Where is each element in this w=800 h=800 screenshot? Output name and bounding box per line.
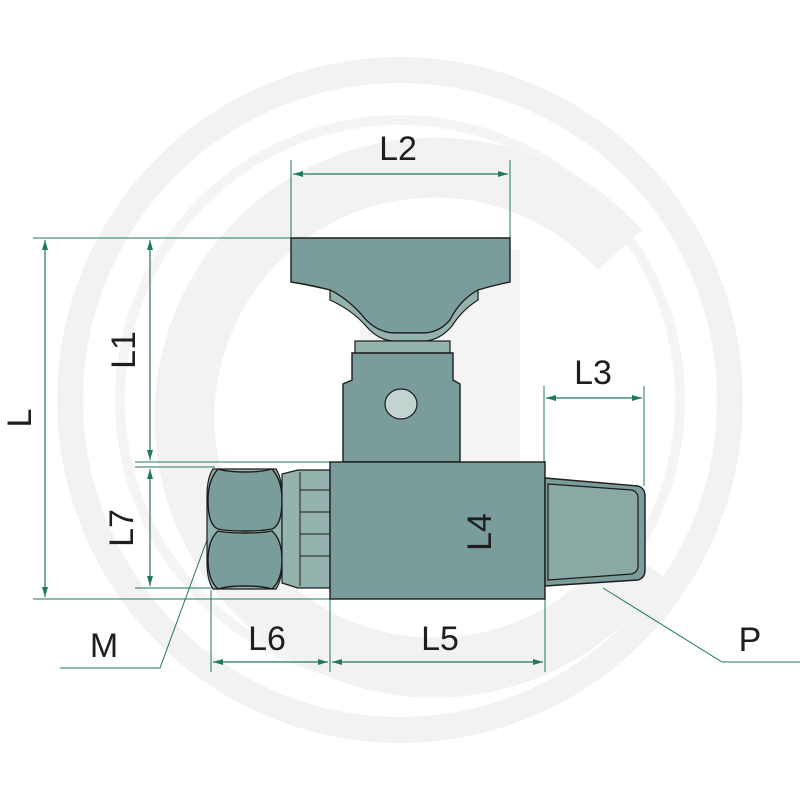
stem-hole xyxy=(384,388,418,420)
thread-connector xyxy=(281,469,331,589)
label-L6: L6 xyxy=(248,620,286,658)
label-L5: L5 xyxy=(421,620,459,658)
label-L1: L1 xyxy=(105,331,143,369)
label-M: M xyxy=(90,627,118,665)
valve-stem-collar xyxy=(354,340,451,354)
hex-nut xyxy=(206,468,283,590)
label-L2: L2 xyxy=(379,130,417,168)
dimension-labels: L L1 L2 L3 L4 L5 L6 L7 M P xyxy=(1,130,761,665)
valve-part xyxy=(206,237,646,600)
label-L3: L3 xyxy=(574,354,612,392)
label-P: P xyxy=(739,621,762,659)
label-L7: L7 xyxy=(103,509,141,547)
label-L: L xyxy=(1,409,39,428)
valve-body xyxy=(329,461,546,600)
label-L4: L4 xyxy=(461,513,499,551)
